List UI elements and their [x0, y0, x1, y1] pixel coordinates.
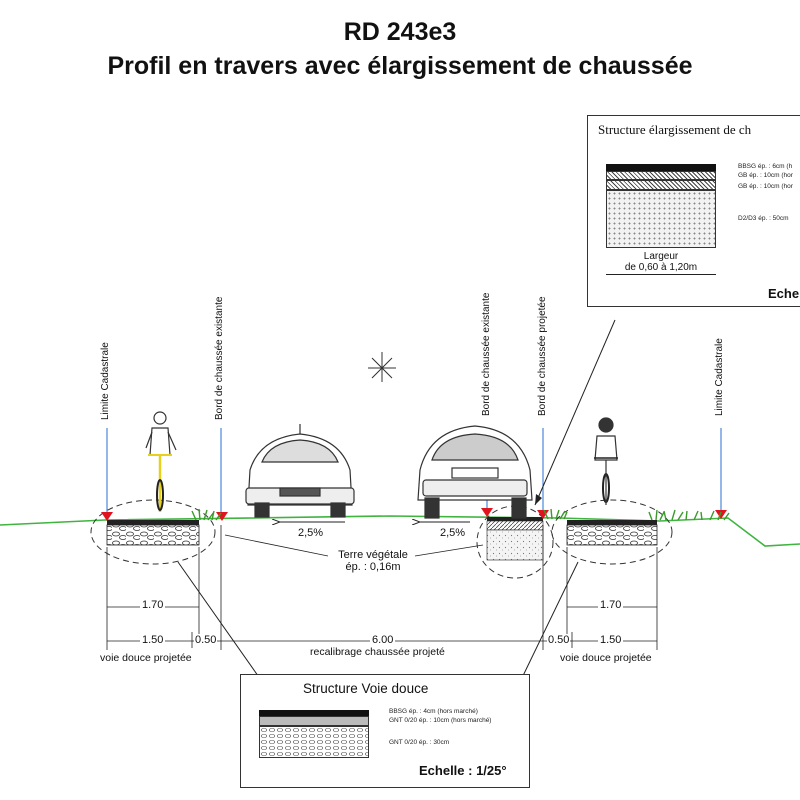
car-left: [245, 424, 355, 518]
voie-douce-right-surface: [567, 520, 657, 525]
page-subtitle: Profil en travers avec élargissement de …: [107, 52, 693, 80]
elargissement-layer-label-3: GB ép. : 10cm (hor: [738, 183, 793, 190]
elargissement-layer-label-1: BBSG ép. : 6cm (h: [738, 163, 793, 170]
elargissement-layer-label-4: D2/D3 ép. : 50cm: [738, 215, 789, 222]
voie-douce-right-ellipse: [551, 499, 673, 565]
dim-left-050: 0.50: [194, 634, 218, 646]
north-symbol: [368, 352, 396, 382]
voie-douce-layer-bbsg: [259, 710, 369, 716]
largeur-line1: Largeur: [643, 251, 679, 262]
label-voie-douce-right: voie douce projetée: [560, 652, 652, 664]
voie-douce-layer-label-2: GNT 0/20 ép. : 10cm (hors marché): [389, 717, 492, 724]
structure-elargissement-title: Structure élargissement de ch: [598, 122, 752, 137]
label-voie-douce-left: voie douce projetée: [100, 652, 192, 664]
callout-left: [177, 561, 269, 691]
label-bord-existante-right: Bord de chaussée existante: [481, 292, 492, 416]
marker-limite-right: [715, 510, 727, 519]
dim-left-150: 1.50: [140, 634, 166, 646]
elargissement-surface: [487, 517, 543, 521]
label-bord-existante-left: Bord de chaussée existante: [214, 296, 225, 420]
voie-douce-left-gravel: [106, 524, 200, 546]
voie-douce-left-ellipse: [90, 499, 216, 565]
red-markers: [101, 508, 727, 521]
structure-elargissement-box: Structure élargissement de ch BBSG ép. :…: [587, 115, 800, 307]
label-recalibrage: recalibrage chaussée projeté: [310, 646, 445, 658]
elargissement-layer-bbsg: [606, 164, 716, 171]
elargissement-layer-gb2: [606, 180, 716, 190]
terre-vegetale-line2: ép. : 0,16m: [345, 561, 401, 573]
terre-vegetale-line1: Terre végétale: [338, 549, 408, 561]
voie-douce-layer-gnt2: [259, 726, 369, 758]
dim-left-170: 1.70: [140, 599, 166, 611]
cyclist-right: [594, 417, 618, 505]
label-bord-projetee: Bord de chaussée projetée: [537, 296, 548, 416]
car-right: [417, 425, 533, 519]
largeur-dim-line: [606, 274, 716, 275]
slope-left: 2,5%: [298, 527, 324, 539]
elargissement-echelle: Eche: [768, 286, 800, 301]
dim-right-170: 1.70: [598, 599, 624, 611]
marker-bord-existante-right: [481, 508, 493, 517]
dim-right-150: 1.50: [598, 634, 624, 646]
voie-douce-layer-label-1: BBSG ép. : 4cm (hors marché): [389, 708, 478, 715]
terre-vegetale-label: Terre végétale ép. : 0,16m: [330, 549, 416, 573]
ground-line: [0, 515, 800, 547]
elargissement-layer-label-2: GB ép. : 10cm (hor: [738, 172, 793, 179]
elargissement-d2d3: [486, 529, 544, 561]
largeur-line2: de 0,60 à 1,20m: [624, 262, 698, 273]
voie-douce-right-gravel: [566, 524, 658, 546]
slope-right: 2,5%: [440, 527, 466, 539]
voie-douce-echelle: Echelle : 1/25°: [419, 763, 507, 778]
grass: [191, 508, 730, 521]
dim-center-600: 6.00: [370, 634, 396, 646]
voie-douce-layer-gnt1: [259, 716, 369, 726]
elargissement-gb: [486, 520, 544, 531]
structure-voie-douce-title: Structure Voie douce: [303, 681, 429, 696]
dim-right-050: 0.50: [547, 634, 571, 646]
voie-douce-left-surface: [107, 520, 199, 525]
cyclist-left: [145, 411, 177, 512]
page-title: RD 243e3: [343, 18, 457, 46]
label-limite-right: Limite Cadastrale: [714, 338, 725, 416]
terre-leader: [224, 534, 329, 557]
largeur-label: Largeur de 0,60 à 1,20m: [606, 251, 716, 273]
marker-bord-projetee: [537, 510, 549, 519]
callout-elargissement: [534, 319, 616, 506]
label-limite-left: Limite Cadastrale: [100, 342, 111, 420]
marker-limite-left: [101, 512, 113, 521]
marker-bord-left: [216, 512, 228, 521]
elargissement-layer-d2d3: [606, 190, 716, 248]
voie-douce-layer-label-3: GNT 0/20 ép. : 30cm: [389, 739, 450, 746]
callout-right: [519, 561, 579, 683]
structure-voie-douce-box: Structure Voie douce BBSG ép. : 4cm (hor…: [240, 674, 530, 788]
elargissement-layer-gb1: [606, 171, 716, 180]
